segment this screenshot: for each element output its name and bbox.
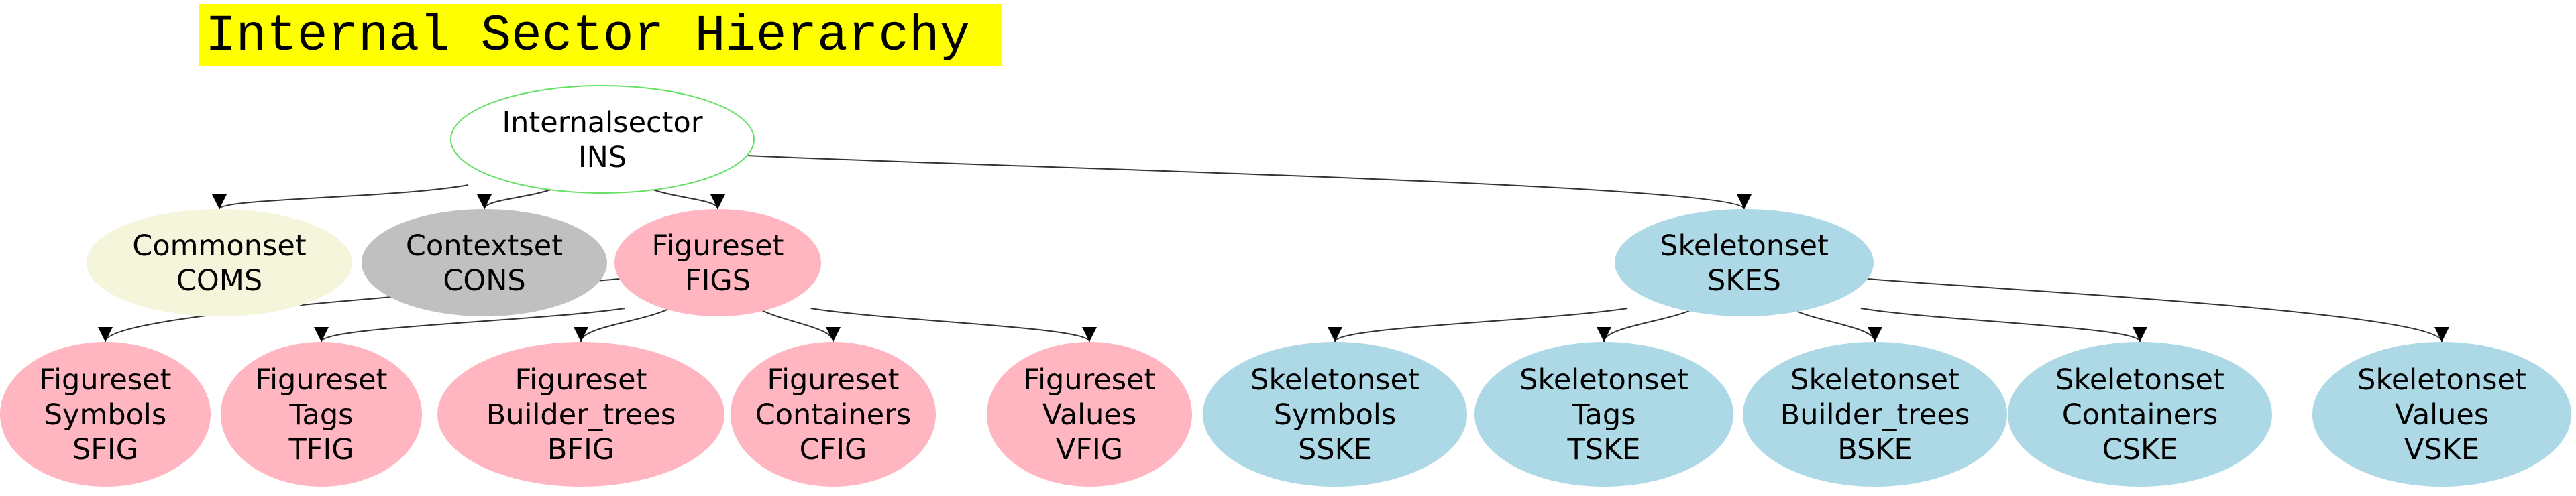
- node-vske-label-0: Skeletonset: [2357, 363, 2526, 397]
- edge-skes-to-vske: [1867, 278, 2449, 343]
- edge-skes-to-tske: [1597, 308, 1696, 343]
- node-bfig-label-2: BFIG: [547, 433, 614, 467]
- node-sfig-label-0: Figureset: [39, 363, 171, 397]
- node-cfig-label-1: Containers: [755, 398, 912, 432]
- node-cfig-label-2: CFIG: [800, 433, 867, 467]
- node-sske-label-0: Skeletonset: [1250, 363, 1419, 397]
- node-cske-shape: [2008, 342, 2272, 487]
- edge-skes-to-bske: [1789, 308, 1882, 343]
- node-cfig-shape: [731, 342, 936, 487]
- node-bfig-shape: [437, 342, 724, 487]
- node-sske-label-1: Symbols: [1274, 398, 1397, 432]
- node-vfig-label-0: Figureset: [1023, 363, 1155, 397]
- node-coms-shape: [87, 209, 352, 316]
- edge-figs-to-vfig: [810, 308, 1097, 343]
- nodes-layer: InternalsectorINSCommonsetCOMSContextset…: [0, 85, 2571, 487]
- node-tfig-label-0: Figureset: [255, 363, 387, 397]
- node-vske-shape: [2312, 342, 2571, 487]
- node-bske-label-2: BSKE: [1837, 433, 1912, 467]
- node-tske-label-0: Skeletonset: [1519, 363, 1688, 397]
- node-vfig-label-1: Values: [1042, 398, 1137, 432]
- node-figs-label-0: Figureset: [651, 229, 784, 263]
- node-sske-shape: [1203, 342, 1467, 487]
- edge-figs-to-cfig: [757, 308, 841, 343]
- node-tfig-shape: [221, 342, 422, 487]
- edge-skes-to-cske: [1860, 308, 2147, 343]
- node-skes-shape: [1615, 209, 1874, 316]
- edge-figs-to-tfig: [314, 308, 625, 343]
- node-tske-label-2: TSKE: [1567, 433, 1641, 467]
- edge-figs-to-bfig: [574, 308, 671, 343]
- node-figs-label-1: FIGS: [685, 264, 751, 298]
- node-skes-label-0: Skeletonset: [1660, 229, 1829, 263]
- node-bske-label-0: Skeletonset: [1790, 363, 1960, 397]
- node-bske-shape: [1743, 342, 2007, 487]
- node-cske-label-1: Containers: [2062, 398, 2218, 432]
- node-sfig-shape: [0, 342, 211, 487]
- node-vfig-shape: [987, 342, 1192, 487]
- edge-ins-to-skes: [746, 155, 1752, 210]
- node-sske-label-2: SSKE: [1298, 433, 1372, 467]
- node-sfig-label-2: SFIG: [72, 433, 138, 467]
- title-highlight: [199, 4, 1002, 66]
- node-ins-label-0: Internalsector: [502, 106, 702, 139]
- node-cske-label-0: Skeletonset: [2055, 363, 2224, 397]
- node-skes-label-1: SKES: [1707, 264, 1781, 298]
- node-bfig-label-1: Builder_trees: [486, 398, 676, 432]
- node-coms-label-0: Commonset: [132, 229, 306, 263]
- node-vfig-label-2: VFIG: [1056, 433, 1123, 467]
- node-cfig-label-0: Figureset: [767, 363, 899, 397]
- node-figs-shape: [614, 209, 821, 316]
- node-tske-shape: [1474, 342, 1733, 487]
- node-cons-label-1: CONS: [443, 264, 525, 298]
- node-bske-label-1: Builder_trees: [1780, 398, 1970, 432]
- node-ins-shape: [450, 85, 755, 194]
- node-vske-label-2: VSKE: [2404, 433, 2479, 467]
- diagram-title: Internal Sector Hierarchy: [205, 7, 971, 65]
- node-cons-label-0: Contextset: [406, 229, 563, 263]
- node-tfig-label-1: Tags: [288, 398, 353, 432]
- edge-skes-to-sske: [1328, 308, 1628, 343]
- edge-ins-to-coms: [212, 184, 469, 210]
- node-ins-label-1: INS: [578, 141, 627, 174]
- node-bfig-label-0: Figureset: [515, 363, 647, 397]
- node-vske-label-1: Values: [2395, 398, 2489, 432]
- node-cske-label-2: CSKE: [2102, 433, 2178, 467]
- node-tfig-label-2: TFIG: [288, 433, 354, 467]
- node-sfig-label-1: Symbols: [44, 398, 167, 432]
- node-coms-label-1: COMS: [176, 264, 262, 298]
- node-cons-shape: [362, 209, 607, 316]
- node-tske-label-1: Tags: [1571, 398, 1635, 432]
